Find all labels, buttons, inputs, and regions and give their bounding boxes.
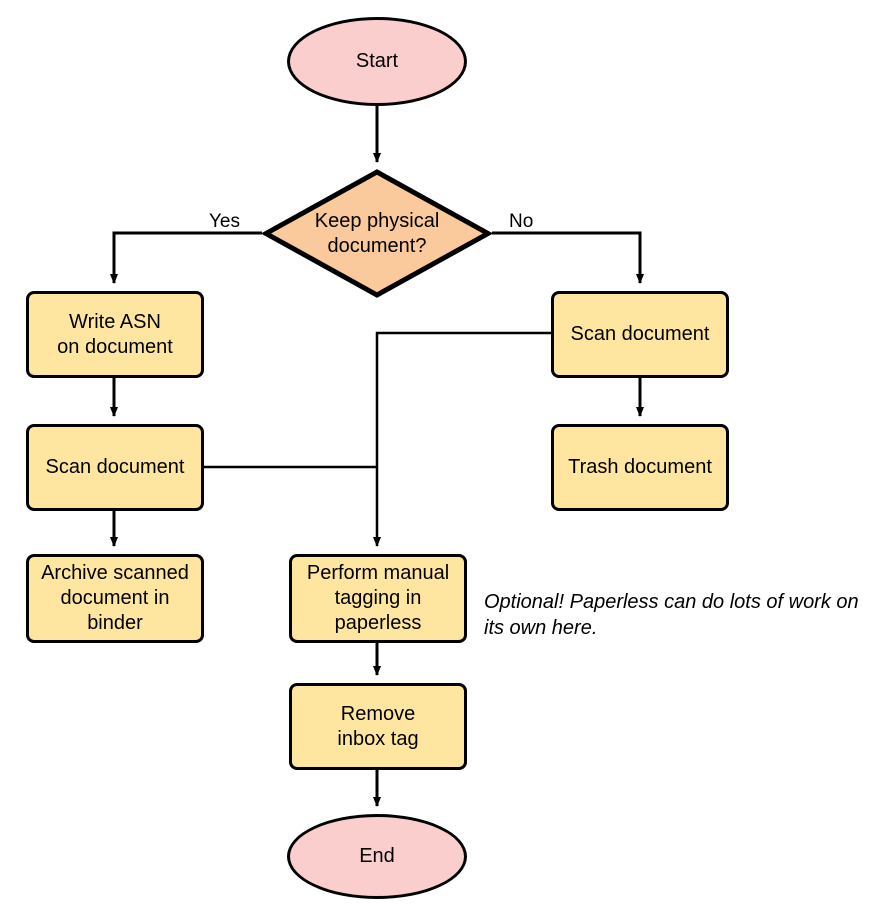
node-archive-label-line2: document in bbox=[60, 587, 170, 609]
node-manual-tagging-label-line1: Perform manual bbox=[306, 562, 450, 584]
node-archive-label: Archive scanned document in binder bbox=[41, 561, 189, 636]
node-decision-label-line1: Keep physical bbox=[314, 209, 440, 232]
node-start-label: Start bbox=[355, 50, 399, 72]
node-manual-tagging-label-line2: tagging in bbox=[334, 587, 422, 609]
node-manual-tagging-label: Perform manual tagging in paperless bbox=[307, 561, 449, 636]
node-start[interactable]: Start bbox=[287, 17, 467, 106]
node-perform-manual-tagging[interactable]: Perform manual tagging in paperless bbox=[289, 554, 467, 643]
node-write-asn-label: Write ASN on document bbox=[57, 310, 173, 360]
node-trash-document[interactable]: Trash document bbox=[551, 424, 729, 511]
annotation-optional-note-line1: Optional! Paperless can do lots of work … bbox=[484, 591, 859, 613]
edge-scan-right-to-manual-tagging bbox=[373, 331, 551, 547]
annotation-optional-note: Optional! Paperless can do lots of work … bbox=[484, 589, 884, 641]
node-write-asn-label-line1: Write ASN bbox=[69, 310, 161, 333]
node-scan-document-left[interactable]: Scan document bbox=[26, 424, 204, 511]
node-end[interactable]: End bbox=[287, 814, 467, 899]
node-scan-document-right[interactable]: Scan document bbox=[551, 291, 729, 378]
node-remove-inbox-tag[interactable]: Remove inbox tag bbox=[289, 683, 467, 770]
node-archive-label-line3: binder bbox=[87, 612, 143, 634]
node-end-label: End bbox=[359, 845, 395, 867]
edge-label-yes: Yes bbox=[209, 211, 240, 232]
node-write-asn-label-line2: on document bbox=[57, 335, 173, 358]
edge-decision-yes-to-write-asn bbox=[110, 231, 262, 284]
annotation-optional-note-line2: its own here. bbox=[484, 617, 598, 639]
node-trash-document-label: Trash document bbox=[568, 456, 712, 478]
node-remove-inbox-label-line2: inbox tag bbox=[337, 727, 419, 750]
node-scan-document-left-label: Scan document bbox=[45, 456, 185, 478]
node-write-asn-on-document[interactable]: Write ASN on document bbox=[26, 291, 204, 378]
node-archive-label-line1: Archive scanned bbox=[41, 562, 189, 584]
node-scan-document-right-label: Scan document bbox=[570, 323, 710, 345]
edge-label-no: No bbox=[509, 211, 534, 232]
node-decision-label: Keep physical document? bbox=[262, 209, 492, 259]
diamond-shape bbox=[262, 169, 492, 298]
node-decision-keep-physical-document[interactable]: Keep physical document? bbox=[262, 168, 492, 299]
node-archive-scanned-document[interactable]: Archive scanned document in binder bbox=[26, 554, 204, 643]
node-remove-inbox-label: Remove inbox tag bbox=[337, 702, 418, 752]
node-decision-label-line2: document? bbox=[327, 234, 427, 257]
node-remove-inbox-label-line1: Remove bbox=[340, 702, 416, 725]
edge-decision-no-to-scan-right bbox=[492, 231, 644, 284]
node-manual-tagging-label-line3: paperless bbox=[334, 612, 422, 634]
